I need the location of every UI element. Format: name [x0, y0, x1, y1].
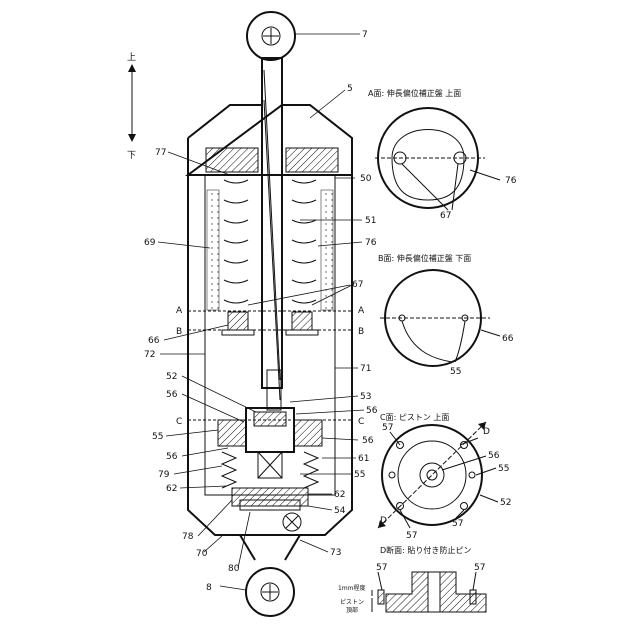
direction-up-label: 上: [127, 52, 136, 63]
label-7: 7: [362, 30, 368, 40]
label-69: 69: [144, 238, 156, 248]
label-8: 8: [206, 583, 212, 593]
label-70: 70: [196, 549, 208, 559]
section-c-left: C: [176, 417, 182, 427]
bottom-eye: [240, 513, 301, 616]
label-56-b: 56: [366, 406, 378, 416]
label-53: 53: [360, 392, 371, 402]
view-c-label-57-b: 57: [406, 531, 417, 541]
label-71: 71: [360, 364, 371, 374]
section-a-right: A: [358, 306, 365, 316]
shock-absorber-section: A A B B C C: [144, 12, 378, 616]
view-a-label-67: 67: [440, 211, 451, 221]
direction-down-label: 下: [127, 151, 136, 161]
view-a-face: A面: 伸長偏位補正盤 上面 76 67: [368, 88, 517, 221]
view-b-label-66: 66: [502, 334, 514, 344]
label-76: 76: [365, 238, 377, 248]
view-c-label-56: 56: [488, 451, 500, 461]
label-72: 72: [144, 350, 155, 360]
base-valve: [232, 488, 308, 510]
upper-seal-hatch: [206, 148, 258, 172]
label-77: 77: [155, 148, 166, 158]
upper-spring-right: [292, 180, 316, 303]
label-67: 67: [352, 280, 363, 290]
label-54: 54: [334, 506, 346, 516]
section-a-left: A: [176, 306, 183, 316]
upper-seal-hatch-right: [286, 148, 338, 172]
top-eye: [247, 12, 295, 60]
label-56-a: 56: [166, 390, 178, 400]
view-d-piston-note-1: ピストン: [340, 599, 364, 606]
view-d-gap-note: 1mm程度: [338, 584, 366, 592]
view-d-section: D断面: 貼り付き防止ピン 57 57 1mm程度 ピストン 頂部: [338, 545, 486, 614]
label-66: 66: [148, 336, 160, 346]
view-b-label-55: 55: [450, 367, 461, 377]
view-a-label-76: 76: [505, 176, 517, 186]
view-d-caption: D断面: 貼り付き防止ピン: [380, 545, 471, 555]
view-c-face: C面: ピストン 上面 D D 57 56 55 52 57 57: [378, 413, 511, 541]
view-b-face: B面: 伸長偏位補正盤 下面 66 55: [378, 253, 514, 377]
label-5: 5: [347, 84, 353, 94]
view-c-label-55: 55: [498, 464, 509, 474]
label-55-a: 55: [152, 432, 163, 442]
label-56-d: 56: [166, 452, 178, 462]
view-c-label-52: 52: [500, 498, 511, 508]
view-c-section-d-top: D: [483, 427, 490, 437]
view-d-label-57-a: 57: [376, 563, 387, 573]
correction-disc: [222, 312, 318, 335]
label-56-c: 56: [362, 436, 374, 446]
view-c-label-57-a: 57: [382, 423, 393, 433]
section-c-right: C: [358, 417, 364, 427]
label-73: 73: [330, 548, 341, 558]
view-a-caption: A面: 伸長偏位補正盤 上面: [368, 88, 461, 98]
label-78: 78: [182, 532, 194, 542]
label-62-b: 62: [334, 490, 345, 500]
lower-spring-left: [222, 452, 236, 488]
section-b-left: B: [176, 327, 182, 337]
upper-spring-left: [224, 180, 248, 303]
gas-chamber-left: [207, 190, 219, 310]
view-b-caption: B面: 伸長偏位補正盤 下面: [378, 253, 471, 263]
view-c-caption: C面: ピストン 上面: [380, 413, 449, 422]
label-62-a: 62: [166, 484, 177, 494]
label-52: 52: [166, 372, 177, 382]
lower-spring-right: [304, 452, 318, 488]
direction-indicator: 上 下: [127, 52, 136, 161]
gas-chamber-right: [321, 190, 333, 310]
label-79: 79: [158, 470, 170, 480]
piston-rod: [262, 58, 282, 410]
label-50: 50: [360, 174, 372, 184]
label-80: 80: [228, 564, 240, 574]
view-d-piston-note-2: 頂部: [346, 606, 358, 614]
view-c-section-d-bottom: D: [380, 516, 387, 526]
label-55-b: 55: [354, 470, 365, 480]
label-51: 51: [365, 216, 376, 226]
label-61: 61: [358, 454, 369, 464]
view-c-label-57-c: 57: [452, 519, 463, 529]
view-d-label-57-b: 57: [474, 563, 485, 573]
piston-assembly: [218, 408, 322, 478]
section-b-right: B: [358, 327, 364, 337]
